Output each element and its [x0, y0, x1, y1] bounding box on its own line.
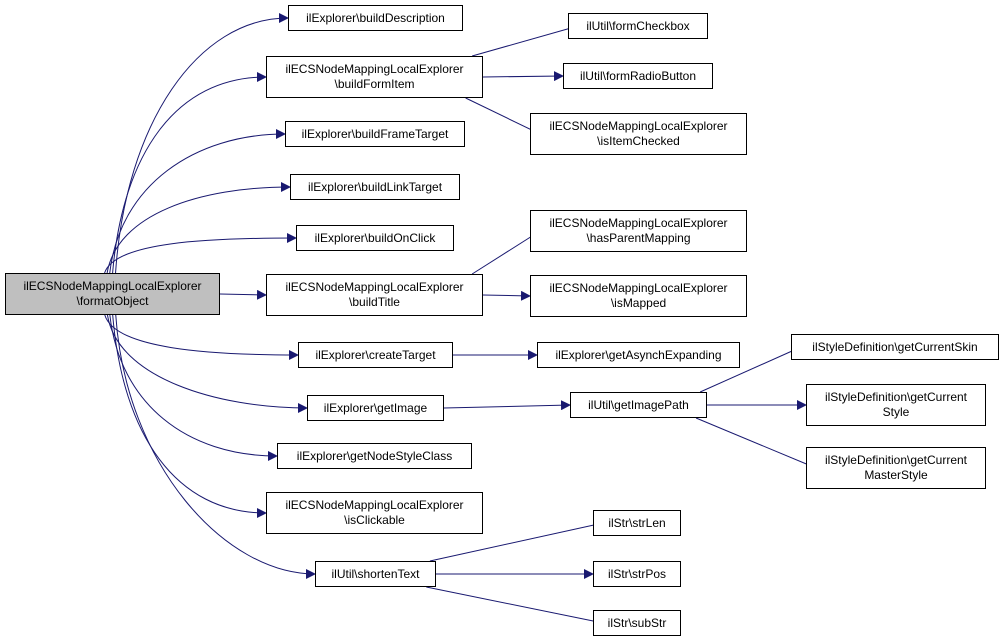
node-n-getasynch[interactable]: ilExplorer\getAsynchExpanding	[537, 342, 740, 368]
node-label-line: \formatObject	[76, 294, 149, 308]
edge-n-buildtitle-to-n-ismapped	[482, 290, 531, 301]
node-label-line: \isMapped	[610, 296, 667, 310]
node-n-strpos[interactable]: ilStr\strPos	[593, 561, 681, 587]
edge-root-to-n-getimage	[106, 314, 308, 413]
edge-root-to-n-getnodestyle	[109, 314, 278, 461]
node-label-line: ilExplorer\getImage	[323, 400, 428, 415]
node-label-line: ilUtil\formCheckbox	[586, 18, 690, 33]
node-label-line: ilStyleDefinition\getCurrentSkin	[812, 339, 978, 354]
node-label-line: ilECSNodeMappingLocalExplorer	[549, 119, 728, 133]
node-n-ismapped[interactable]: ilECSNodeMappingLocalExplorer\isMapped	[530, 275, 747, 317]
node-label-line: Style	[882, 405, 910, 419]
node-n-buildonclick[interactable]: ilExplorer\buildOnClick	[296, 225, 454, 251]
node-n-isitemchecked[interactable]: ilECSNodeMappingLocalExplorer\isItemChec…	[530, 113, 747, 155]
edge-root-to-n-isclickable	[112, 314, 267, 518]
node-label-line: MasterStyle	[864, 468, 928, 482]
node-label-line: ilUtil\formRadioButton	[579, 68, 697, 83]
edge-root-to-n-buildformitem	[112, 72, 267, 274]
node-label-line: ilExplorer\createTarget	[315, 347, 436, 362]
node-n-hasparent[interactable]: ilECSNodeMappingLocalExplorer\hasParentM…	[530, 210, 747, 252]
node-label-line: ilExplorer\getNodeStyleClass	[296, 448, 453, 463]
node-n-getimagepath[interactable]: ilUtil\getImagePath	[570, 392, 707, 418]
edge-n-buildtitle-to-n-hasparent	[471, 230, 541, 275]
node-label-line: ilStr\subStr	[607, 615, 667, 630]
node-label-line: ilStyleDefinition\getCurrent	[824, 453, 968, 467]
node-n-buildtitle[interactable]: ilECSNodeMappingLocalExplorer\buildTitle	[266, 274, 483, 316]
edge-root-to-n-buildlinktarget	[106, 182, 291, 274]
node-root[interactable]: ilECSNodeMappingLocalExplorer\formatObje…	[5, 273, 220, 315]
node-n-strlen[interactable]: ilStr\strLen	[593, 510, 681, 536]
node-label-line: ilExplorer\buildLinkTarget	[307, 179, 443, 194]
node-label-line: \isClickable	[344, 513, 405, 527]
node-n-getimage[interactable]: ilExplorer\getImage	[307, 395, 444, 421]
node-n-buildframetarget[interactable]: ilExplorer\buildFrameTarget	[285, 121, 465, 147]
node-label-line: ilExplorer\buildDescription	[306, 10, 445, 25]
node-label-line: ilStyleDefinition\getCurrent	[824, 390, 968, 404]
node-label-line: \buildTitle	[349, 295, 400, 309]
edge-root-to-n-builddesc	[115, 13, 289, 274]
node-n-getnodestyle[interactable]: ilExplorer\getNodeStyleClass	[277, 443, 472, 469]
node-label-line: ilExplorer\buildOnClick	[314, 230, 436, 245]
node-label-line: \isItemChecked	[597, 134, 680, 148]
node-n-builddesc[interactable]: ilExplorer\buildDescription	[288, 5, 463, 31]
node-n-formradio[interactable]: ilUtil\formRadioButton	[563, 63, 713, 89]
edge-root-to-n-shortentext	[115, 314, 316, 579]
node-label-line: ilECSNodeMappingLocalExplorer	[285, 62, 464, 76]
node-label-line: ilStr\strLen	[608, 515, 666, 530]
node-n-buildlinktarget[interactable]: ilExplorer\buildLinkTarget	[290, 174, 460, 200]
node-n-shortentext[interactable]: ilUtil\shortenText	[315, 561, 436, 587]
node-n-formcheckbox[interactable]: ilUtil\formCheckbox	[568, 13, 708, 39]
node-n-buildformitem[interactable]: ilECSNodeMappingLocalExplorer\buildFormI…	[266, 56, 483, 98]
node-label-line: ilECSNodeMappingLocalExplorer	[285, 280, 464, 294]
node-label-line: ilECSNodeMappingLocalExplorer	[549, 216, 728, 230]
node-label-line: ilUtil\getImagePath	[588, 397, 689, 412]
node-label-line: ilECSNodeMappingLocalExplorer	[549, 281, 728, 295]
node-label-line: \buildFormItem	[334, 77, 415, 91]
node-label-line: ilUtil\shortenText	[331, 566, 420, 581]
edge-root-to-n-buildonclick	[104, 233, 297, 274]
edge-n-getimagepath-to-n-getcurrentskin	[699, 346, 802, 393]
node-label-line: ilStr\strPos	[607, 566, 666, 581]
node-label-line: ilExplorer\buildFrameTarget	[301, 126, 449, 141]
edge-n-buildformitem-to-n-formcheckbox	[472, 23, 579, 57]
node-label-line: \hasParentMapping	[586, 231, 691, 245]
node-label-line: ilECSNodeMappingLocalExplorer	[285, 498, 464, 512]
node-label-line: ilExplorer\getAsynchExpanding	[555, 347, 722, 362]
node-label-line: ilECSNodeMappingLocalExplorer	[23, 279, 202, 293]
node-n-getcurrentskin[interactable]: ilStyleDefinition\getCurrentSkin	[791, 334, 999, 360]
edge-root-to-n-buildtitle	[219, 289, 267, 300]
edge-n-getimage-to-n-getimagepath	[443, 400, 571, 411]
edge-n-shortentext-to-n-substr	[426, 586, 604, 627]
node-n-createtarget[interactable]: ilExplorer\createTarget	[298, 342, 453, 368]
edge-root-to-n-buildframetarget	[109, 129, 286, 274]
edge-n-shortentext-to-n-strlen	[429, 520, 604, 562]
edge-n-buildformitem-to-n-isitemchecked	[465, 97, 541, 135]
edge-root-to-n-createtarget	[104, 314, 299, 360]
edge-n-getimagepath-to-n-getcurrentmaster	[695, 417, 817, 470]
node-n-isclickable[interactable]: ilECSNodeMappingLocalExplorer\isClickabl…	[266, 492, 483, 534]
edge-n-buildformitem-to-n-formradio	[482, 71, 564, 82]
node-n-substr[interactable]: ilStr\subStr	[593, 610, 681, 636]
